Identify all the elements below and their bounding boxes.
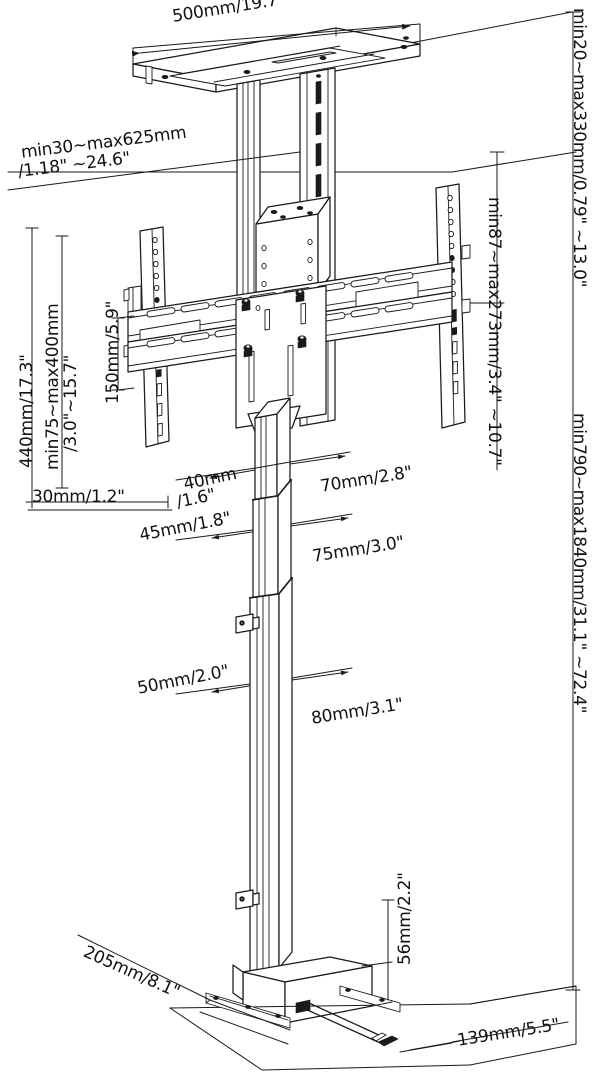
floor-mounting-rails bbox=[205, 985, 401, 1029]
cable-clip-upper bbox=[235, 613, 260, 634]
column-segment-middle bbox=[252, 479, 292, 603]
dimension-leaders bbox=[7, 23, 569, 1053]
ceiling-plate bbox=[132, 27, 421, 93]
cable-clip-lower bbox=[235, 889, 260, 910]
power-cable bbox=[302, 1002, 399, 1047]
mid-joint-box bbox=[255, 196, 331, 303]
column-segment-lower bbox=[249, 577, 293, 973]
bolt-cluster bbox=[241, 289, 307, 358]
column-segment-upper bbox=[254, 397, 291, 505]
right-dimension-stack bbox=[489, 11, 581, 991]
